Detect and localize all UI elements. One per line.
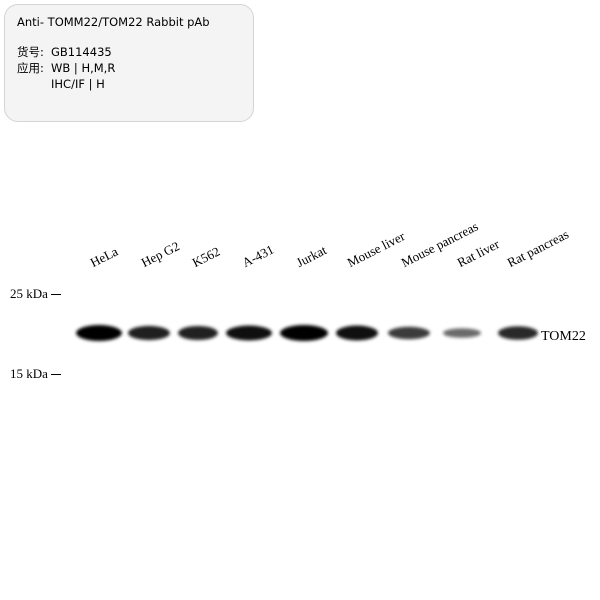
application-value: WB | H,M,R IHC/IF | H [51, 61, 116, 91]
marker-15kda-tick [50, 373, 61, 375]
marker-25kda-tick [50, 293, 61, 295]
marker-15kda: 15 kDa [10, 366, 61, 382]
marker-25kda-label: 25 kDa [10, 286, 48, 301]
marker-25kda: 25 kDa [10, 286, 61, 302]
band-label-tom22: TOM22 [541, 329, 586, 344]
catalog-row: 货号: GB114435 [17, 44, 241, 60]
application-row: 应用: WB | H,M,R IHC/IF | H [17, 60, 241, 92]
band-lane-4 [226, 325, 272, 341]
band-lane-1 [76, 325, 122, 341]
product-info-card: Anti- TOMM22/TOM22 Rabbit pAb 货号: GB1144… [4, 4, 254, 122]
marker-15kda-label: 15 kDa [10, 366, 48, 381]
product-title: Anti- TOMM22/TOM22 Rabbit pAb [17, 15, 210, 29]
band-lane-3 [178, 326, 218, 340]
band-lane-7 [388, 326, 430, 340]
band-lane-5 [280, 325, 328, 341]
catalog-value: GB114435 [51, 45, 112, 59]
band-lane-8 [443, 328, 481, 338]
catalog-key: 货号: [17, 45, 44, 59]
band-lane-6 [336, 325, 378, 341]
band-lane-2 [128, 325, 170, 341]
application-key: 应用: [17, 61, 44, 75]
band-lane-9 [498, 326, 538, 340]
